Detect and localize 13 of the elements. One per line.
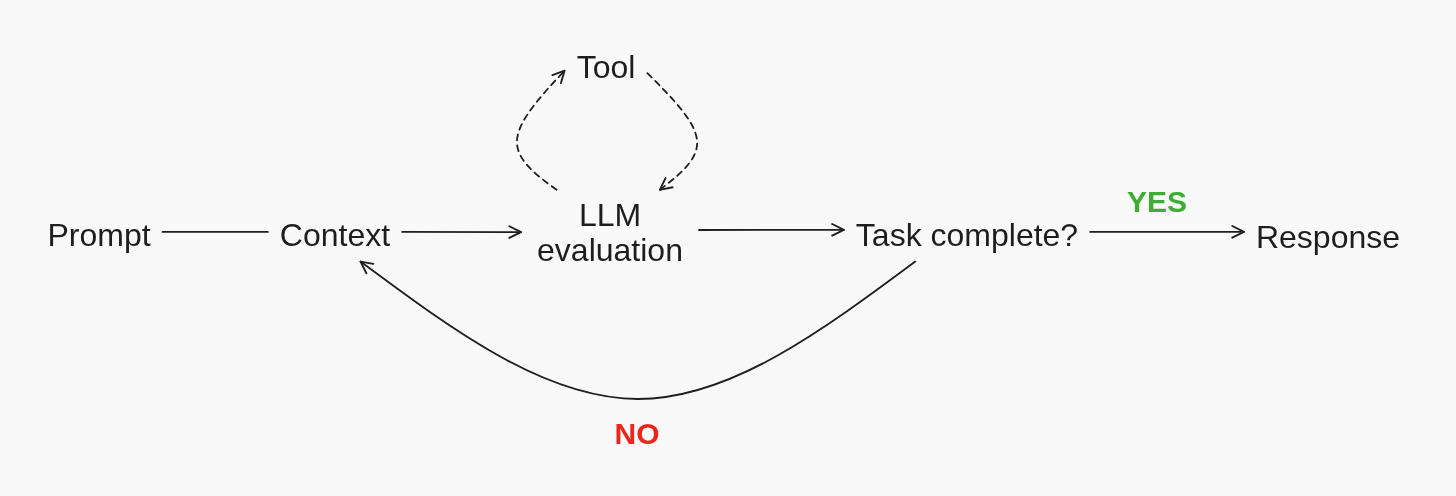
- step-label: Prompt: [47, 218, 151, 254]
- arrow: [698, 223, 845, 237]
- arrow: [401, 225, 522, 239]
- arrow: [1089, 225, 1245, 239]
- connector-line: [161, 231, 269, 233]
- step-label: Tool: [576, 50, 636, 86]
- step-label: Context: [279, 218, 391, 254]
- arrow: [646, 72, 698, 191]
- arrow: [516, 69, 566, 191]
- step-label: Task complete?: [855, 218, 1079, 254]
- arrow: [359, 260, 917, 400]
- step-label: LLM evaluation: [536, 197, 684, 269]
- step-label: Response: [1255, 220, 1401, 256]
